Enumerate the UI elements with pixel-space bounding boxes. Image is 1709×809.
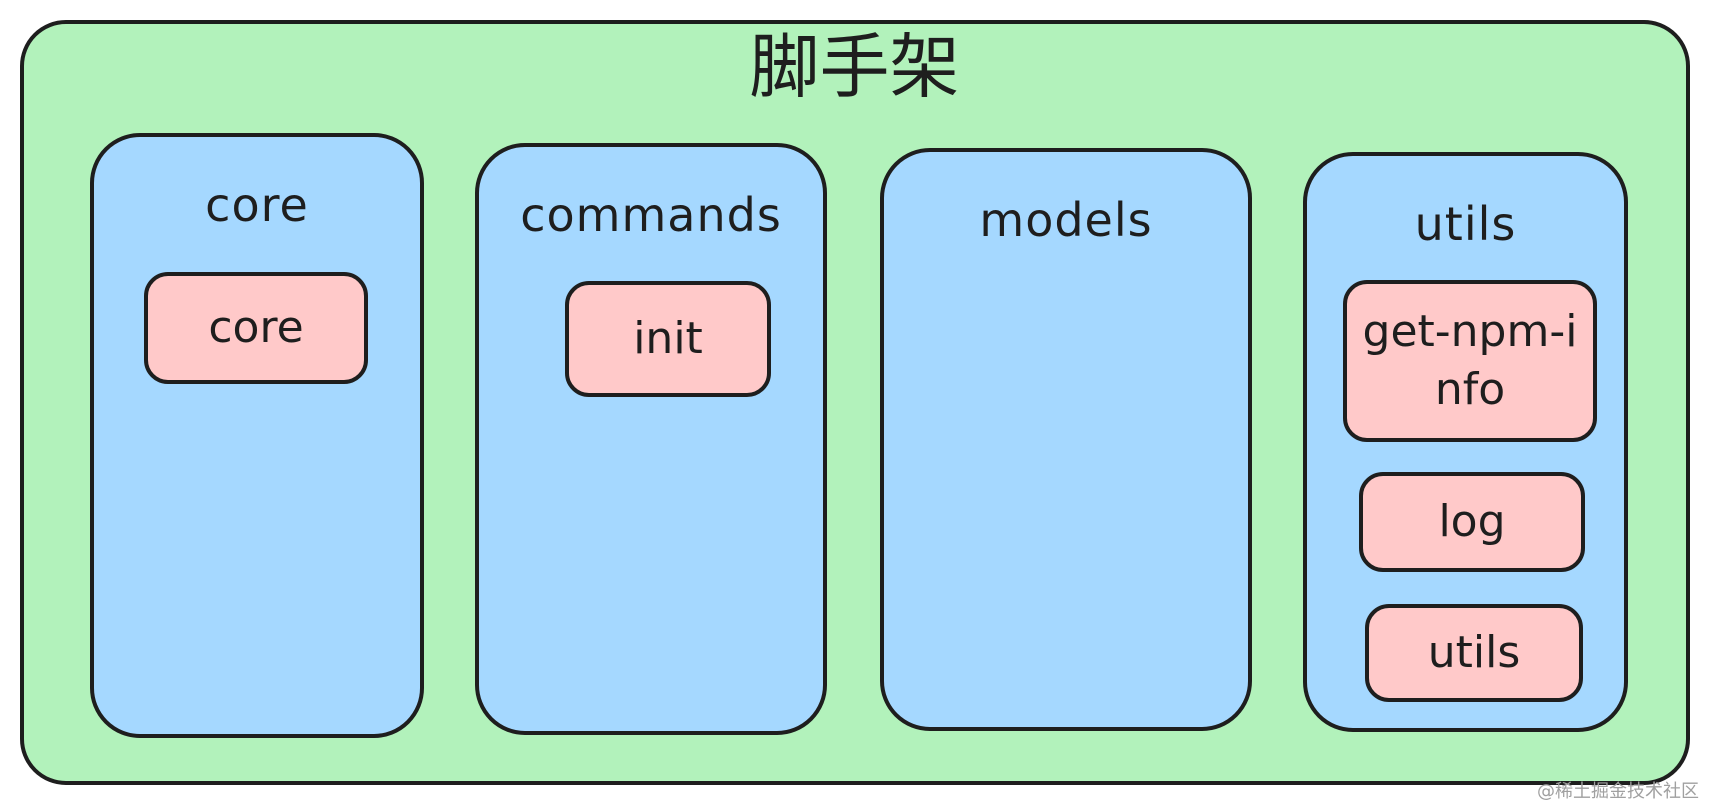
package-label: log (1438, 496, 1506, 547)
module-commands: commands init (475, 143, 827, 735)
module-label-models: models (979, 193, 1153, 247)
package-utils: utils (1365, 604, 1583, 702)
module-label-commands: commands (520, 188, 782, 242)
watermark: @稀土掘金技术社区 (1537, 781, 1699, 802)
diagram-title: 脚手架 (749, 26, 960, 108)
module-core: core core (90, 133, 424, 738)
package-log: log (1359, 472, 1585, 572)
module-label-core: core (205, 178, 309, 232)
package-label: init (633, 313, 703, 364)
package-label: get-npm-info (1362, 306, 1578, 415)
package-label: core (208, 302, 304, 353)
package-get-npm-info: get-npm-info (1343, 280, 1597, 442)
module-models: models (880, 148, 1252, 731)
module-label-utils: utils (1414, 197, 1517, 251)
module-utils: utils get-npm-info log utils (1303, 152, 1628, 732)
package-init: init (565, 281, 771, 397)
package-core: core (144, 272, 368, 384)
package-label: utils (1427, 627, 1521, 678)
